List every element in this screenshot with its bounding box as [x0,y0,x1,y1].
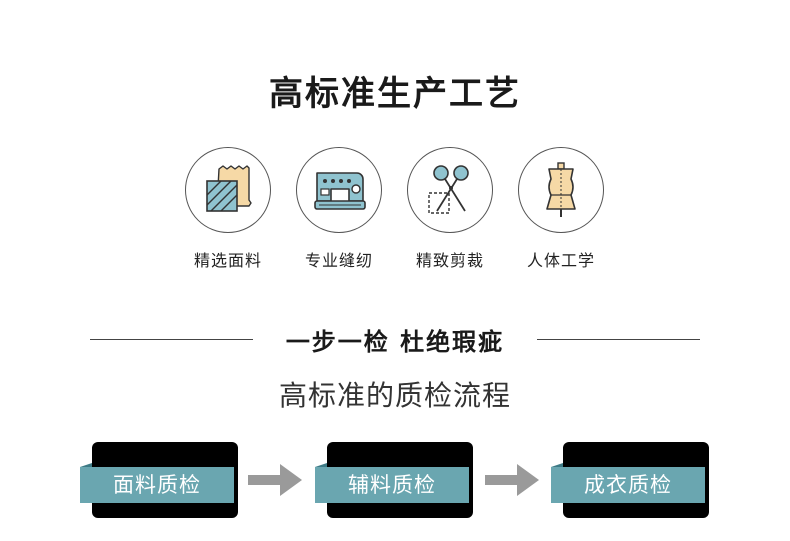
feature-circle [407,147,493,233]
step-garment-inspection: 成衣质检 [551,442,711,520]
step-fabric-inspection: 面料质检 [80,442,240,520]
feature-circle [296,147,382,233]
feature-sewing: 专业缝纫 [289,147,389,271]
subtitle: 高标准的质检流程 [278,379,511,412]
scissors-icon [428,165,469,214]
feature-circle [185,147,271,233]
feature-fabric: 精选面料 [178,147,278,271]
page-title: 高标准生产工艺 [269,74,521,114]
step-banner [551,463,705,503]
slogan: 一步一检 杜绝瑕疵 [285,328,505,356]
step-accessory-inspection: 辅料质检 [315,442,475,520]
divider-left [90,339,253,340]
feature-label: 精选面料 [193,251,262,270]
step-banner [80,463,234,503]
step-banner [315,463,469,503]
dress-form-icon [546,162,576,217]
sewing-machine-icon [314,172,366,210]
feature-ergonomics: 人体工学 [511,147,611,271]
arrow-right-icon [248,464,302,496]
feature-label: 人体工学 [526,251,595,270]
fabric-swatch-icon [206,165,252,212]
feature-cutting: 精致剪裁 [400,147,500,271]
divider-right [537,339,700,340]
arrow-right-icon [485,464,539,496]
step-label: 面料质检 [113,473,201,497]
step-label: 辅料质检 [348,473,436,497]
step-label: 成衣质检 [584,473,672,497]
feature-label: 精致剪裁 [415,251,484,270]
feature-label: 专业缝纫 [304,251,373,270]
feature-circle [518,147,604,233]
